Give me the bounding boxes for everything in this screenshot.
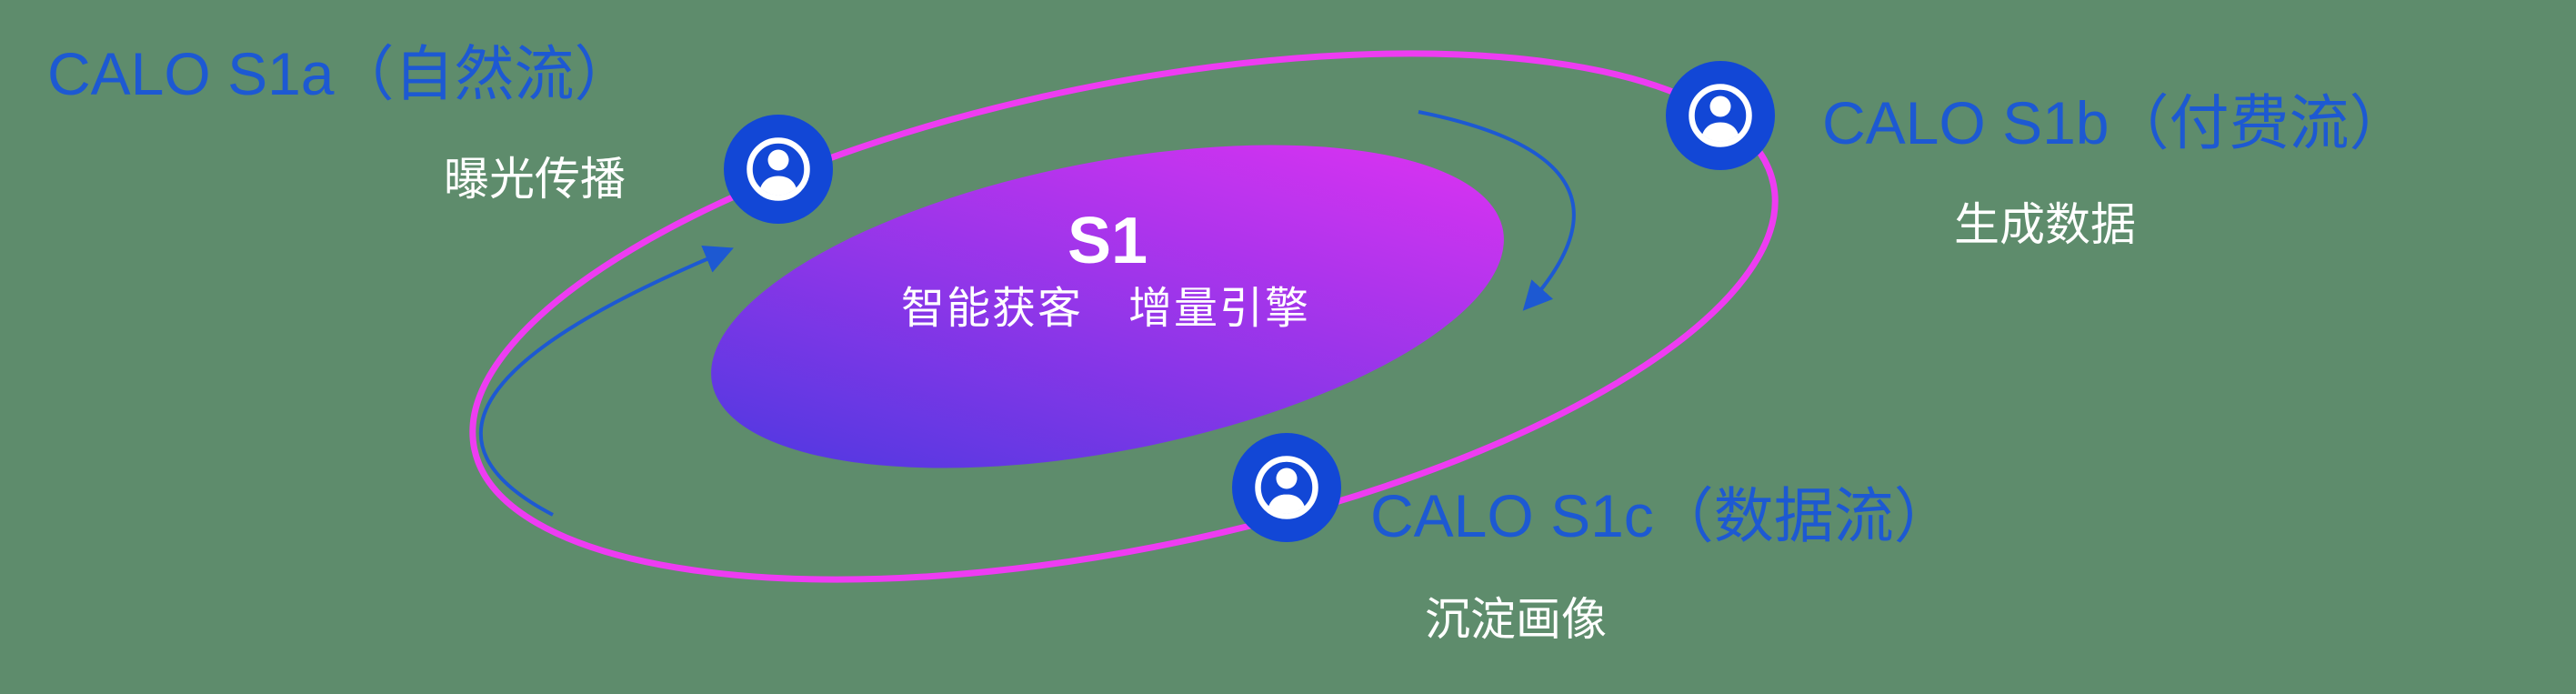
node-label-s1b: CALO S1b（付费流） [1822,89,2410,156]
node-icon-s1b user-icon [1666,61,1775,170]
core-title: S1 [1067,205,1148,277]
node-sublabel-s1a: 曝光传播 [444,154,626,205]
core-ellipse [711,145,1504,468]
node-icon-s1a user-icon [724,115,833,224]
node-sublabel-s1c: 沉淀画像 [1425,594,1607,645]
cycle-arrow-left [478,245,734,517]
node-icon-s1c user-icon [1232,433,1341,542]
node-label-s1a: CALO S1a（自然流） [47,40,635,107]
orbit-ring [469,50,1779,583]
node-label-s1c: CALO S1c（数据流） [1370,482,1954,549]
node-sublabel-s1b: 生成数据 [1954,199,2136,250]
core-subtitle: 智能获客 增量引擎 [900,285,1311,333]
cycle-arrow-right [1418,110,1576,311]
